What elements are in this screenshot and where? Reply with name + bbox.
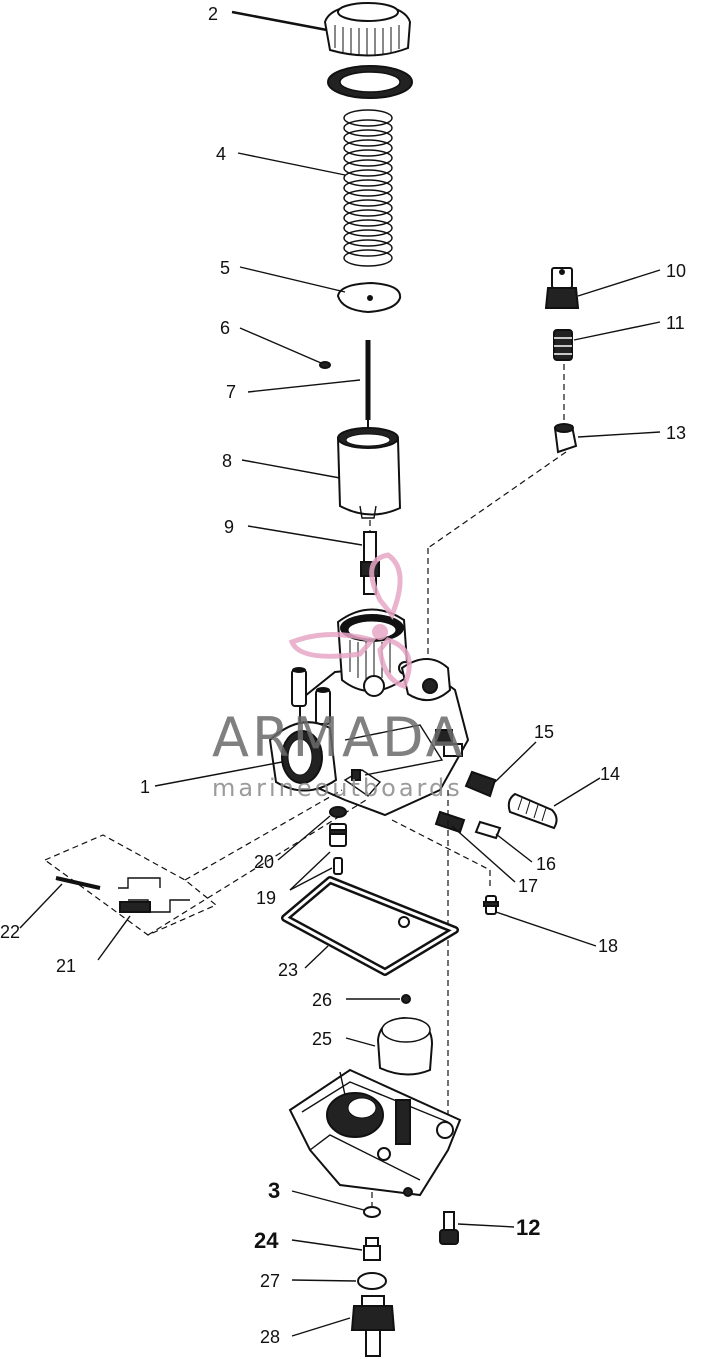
callout-20: 20 [254, 852, 274, 872]
part-bowl-gasket [281, 876, 459, 976]
part-pilot-jet-cap [553, 423, 578, 454]
part-pilot-screw [544, 267, 580, 309]
part-float-pin [55, 876, 101, 890]
watermark-tagline: marineoutboards [212, 774, 463, 802]
part-stop-screw-spring [464, 770, 497, 798]
part-drain-plug [363, 1237, 381, 1261]
watermark-brand: ARMADA [212, 706, 466, 769]
callout-8: 8 [222, 451, 232, 471]
callout-16: 16 [536, 854, 556, 874]
callout-22: 22 [0, 922, 20, 942]
part-retainer-plate [336, 281, 402, 314]
part-drain-fitting [483, 895, 499, 915]
callout-26: 26 [312, 990, 332, 1010]
part-pilot-spring [553, 329, 573, 361]
part-float-bowl [288, 1068, 462, 1197]
callout-11: 11 [666, 313, 685, 333]
callout-21: 21 [56, 956, 76, 976]
callout-28: 28 [260, 1327, 280, 1347]
part-bowl-screw [439, 1211, 459, 1245]
leader-lines [19, 10, 661, 1337]
callout-1: 1 [140, 777, 150, 797]
part-throttle-stop-screw [507, 792, 558, 830]
callout-10: 10 [666, 261, 686, 281]
armada-watermark: ARMADA marineoutboards [212, 552, 466, 802]
part-float-needle [401, 994, 411, 1004]
part-carburetor-body [268, 608, 470, 817]
callout-25: 25 [312, 1029, 332, 1049]
callout-19: 19 [256, 888, 276, 908]
callout-2: 2 [208, 4, 218, 24]
callout-7: 7 [226, 382, 236, 402]
part-throttle-slide [336, 427, 402, 519]
armada-propeller-logo [288, 552, 412, 690]
part-drain-washer [363, 1206, 381, 1218]
callout-23: 23 [278, 960, 298, 980]
callout-17: 17 [518, 876, 538, 896]
part-float-arm [118, 877, 190, 913]
callout-14: 14 [600, 764, 620, 784]
part-clip [319, 361, 331, 369]
callout-12: 12 [516, 1215, 540, 1240]
callout-9: 9 [224, 517, 234, 537]
part-drain-nipple [350, 1295, 396, 1357]
callout-3: 3 [268, 1178, 280, 1203]
callout-13: 13 [666, 423, 686, 443]
callout-18: 18 [598, 936, 618, 956]
callout-27: 27 [260, 1271, 280, 1291]
part-air-screw [474, 820, 502, 840]
part-oring [357, 1272, 387, 1290]
callout-24: 24 [254, 1228, 279, 1253]
part-cap-gasket [327, 65, 413, 99]
part-air-screw-spring [434, 810, 466, 834]
callout-4: 4 [216, 144, 226, 164]
part-main-jet-holder [329, 806, 347, 875]
part-spring [343, 109, 393, 267]
callout-6: 6 [220, 318, 230, 338]
callout-15: 15 [534, 722, 554, 742]
part-cap [323, 2, 412, 57]
callout-5: 5 [220, 258, 230, 278]
part-float [376, 1016, 434, 1076]
